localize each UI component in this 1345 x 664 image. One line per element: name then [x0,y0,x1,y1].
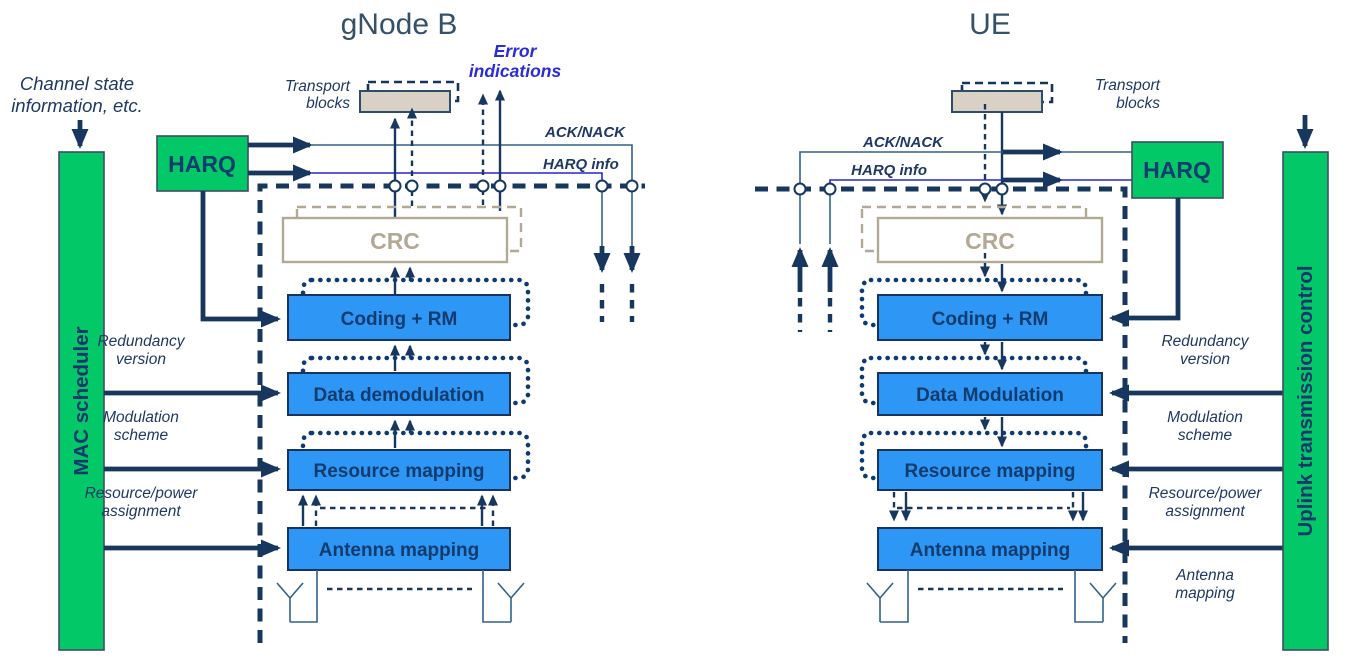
ue-harq-to-coding-arrow [1109,198,1181,327]
ue-antenna-label: Antenna mapping [910,540,1070,561]
gnb-port-error-dashed [476,179,490,193]
gnb-antenna-icon-right [482,570,525,623]
gnb-port-harqinfo [595,179,609,193]
gnb-resource-label: Resource mapping [313,461,484,482]
gnb-error-label-line1: Error [494,41,538,61]
ue-resource-box [877,449,1103,491]
gnb-port-transport-solid [388,179,402,193]
ue-crc-box [876,216,1104,264]
ue-antenna-side-label-line1: Antenna [1175,567,1234,584]
ue-resource-label: Resource mapping [904,461,1075,482]
ue-coding-label: Coding + RM [932,309,1049,330]
gnb-antenna-icon-left [276,570,318,623]
ue-harq-info-label: HARQ info [851,162,927,179]
gnb-resource-box [287,449,511,491]
gnb-boundary [257,183,645,643]
gnb-demodulation-label: Data demodulation [313,385,484,406]
ue-antenna-icon-left [866,570,909,623]
gnb-title: gNode B [341,8,458,41]
gnb-section: gNode B Channel state information, etc. … [11,8,645,651]
gnb-resource-label-line2: assignment [101,503,181,520]
gnb-ack-nack-label: ACK/NACK [544,124,626,141]
gnb-harq-info-label: HARQ info [543,156,619,173]
ue-antenna-box [877,527,1103,571]
ue-transport-label-line1: Transport [1095,77,1161,94]
ue-antenna-icon-right [1074,570,1117,623]
gnb-mac-scheduler-label: MAC scheduler [70,326,93,475]
ue-harq-label: HARQ [1143,157,1211,183]
gnb-antenna-box [287,527,511,571]
gnb-harq-to-coding-arrow [200,191,281,328]
gnb-transport-label-line1: Transport [285,78,351,95]
ue-modulation-label: Data Modulation [916,385,1064,406]
gnb-crc-label: CRC [370,228,420,254]
ue-boundary [755,186,1128,643]
ue-port-harqinfo [823,182,837,196]
ue-redundancy-label-line1: Redundancy [1161,333,1249,350]
ue-crc-label: CRC [965,228,1015,254]
gnb-antenna-label: Antenna mapping [319,540,479,561]
ue-modulation-label-line2: scheme [1178,427,1233,444]
ue-ack-nack-line [799,151,1132,189]
gnb-channel-state-line1: Channel state [20,73,134,94]
ue-uplink-control-bar [1282,151,1329,651]
gnb-harq-label: HARQ [168,151,236,177]
ue-section: UE Transport blocks ACK/NACK HARQ info H… [755,8,1329,651]
gnb-modulation-label-line1: Modulation [103,409,179,426]
ue-uplink-control-label: Uplink transmission control [1294,265,1317,536]
gnb-harq-box [156,135,249,192]
gnb-coding-label: Coding + RM [341,309,458,330]
ue-modulation-label-line1: Modulation [1167,409,1243,426]
gnb-redundancy-label-line2: version [116,351,166,368]
ue-harq-box [1131,141,1224,199]
gnb-crc-box [281,216,509,264]
gnb-error-label-line2: indications [469,61,562,81]
ue-antenna-side-label-line2: mapping [1175,585,1235,602]
gnb-mac-scheduler-bar [58,151,105,651]
gnb-port-transport-dashed [405,179,419,193]
gnb-coding-box [287,294,511,341]
ue-resource-label-line1: Resource/power [1149,485,1263,502]
gnb-modulation-label-line2: scheme [114,427,169,444]
ue-coding-box [877,294,1103,341]
ue-transport-block [951,90,1043,113]
ue-modulation-box [877,372,1103,416]
gnb-channel-state-line2: information, etc. [11,95,143,116]
ue-transport-label-line2: blocks [1116,95,1160,112]
gnb-redundancy-label-line1: Redundancy [97,333,185,350]
ue-redundancy-label-line2: version [1180,351,1230,368]
ue-title: UE [969,8,1011,41]
ue-port-transport-dashed [978,182,992,196]
gnb-resource-label-line1: Resource/power [85,485,199,502]
gnb-port-error-solid [493,179,507,193]
ue-ack-nack-label: ACK/NACK [862,134,944,151]
gnb-transport-label-line2: blocks [306,95,350,112]
gnb-port-acknack [625,179,639,193]
gnb-ack-nack-line [312,144,633,186]
gnb-transport-block [359,90,451,113]
gnb-demodulation-box [287,372,511,416]
ue-port-acknack [793,182,807,196]
ue-port-transport-solid [995,182,1009,196]
ue-resource-label-line2: assignment [1165,503,1245,520]
